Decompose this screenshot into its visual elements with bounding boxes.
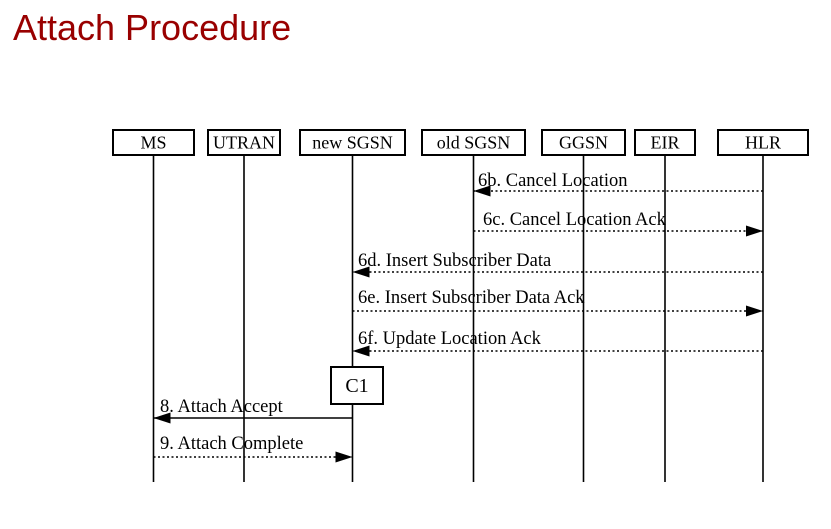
page-title: Attach Procedure	[13, 7, 292, 48]
entity-label-hlr: HLR	[745, 133, 781, 153]
arrowhead-right-9	[335, 451, 353, 463]
message-label-6b: 6b. Cancel Location	[478, 171, 628, 191]
message-label-6c: 6c. Cancel Location Ack	[483, 210, 667, 230]
entity-label-ggsn: GGSN	[559, 133, 608, 153]
entity-box-hlr	[717, 129, 809, 156]
entity-box-eir	[634, 129, 696, 156]
entity-box-old-sgsn	[421, 129, 526, 156]
entity-label-utran: UTRAN	[213, 133, 275, 153]
arrowhead-left-6f	[352, 345, 370, 357]
message-label-6d: 6d. Insert Subscriber Data	[358, 251, 551, 271]
arrowhead-left-6b	[473, 185, 491, 197]
arrowhead-right-6c	[746, 225, 763, 237]
message-label-9: 9. Attach Complete	[160, 434, 303, 454]
message-label-6e: 6e. Insert Subscriber Data Ack	[358, 288, 585, 308]
arrowhead-left-6d	[352, 266, 370, 278]
message-label-6f: 6f. Update Location Ack	[358, 329, 542, 349]
arrowhead-right-6e	[746, 305, 763, 317]
c1-note-label: C1	[345, 375, 368, 397]
entity-label-ms: MS	[140, 133, 166, 153]
entity-label-eir: EIR	[651, 133, 680, 153]
message-label-8: 8. Attach Accept	[160, 397, 284, 417]
entity-label-new-sgsn: new SGSN	[312, 133, 393, 153]
arrowhead-left-8	[153, 412, 171, 424]
entity-box-new-sgsn	[299, 129, 406, 156]
entity-box-ggsn	[541, 129, 626, 156]
c1-note-box	[330, 366, 384, 405]
entity-label-old-sgsn: old SGSN	[437, 133, 511, 153]
entity-box-ms	[112, 129, 195, 156]
entity-box-utran	[207, 129, 281, 156]
